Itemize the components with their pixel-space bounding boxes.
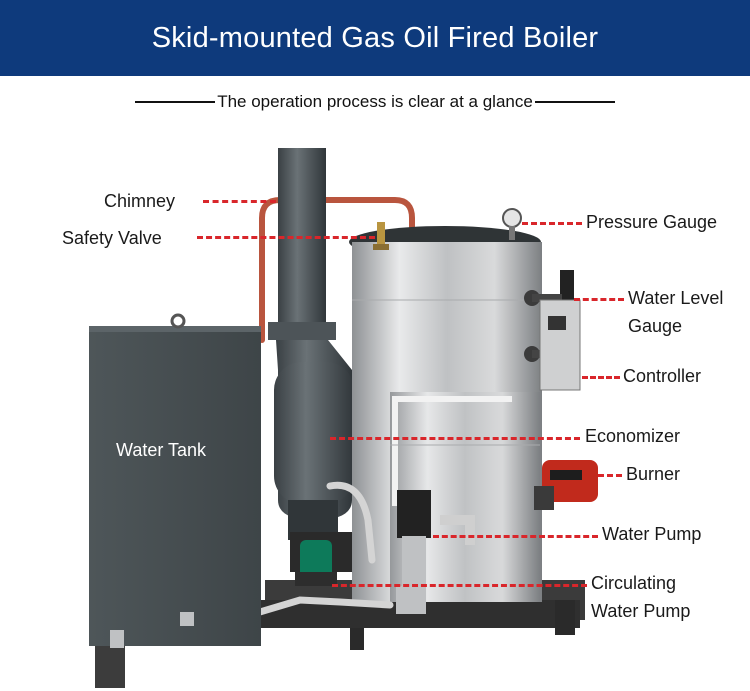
water-tank-label: Water Tank bbox=[116, 440, 207, 460]
burner-label: Burner bbox=[626, 464, 681, 484]
water-level-gauge-label-line2: Gauge bbox=[628, 316, 683, 336]
pressure-gauge-shape bbox=[502, 208, 522, 240]
circulating-water-pump-leader-line bbox=[332, 584, 587, 587]
circulating-pump-shape bbox=[295, 540, 426, 614]
burner-leader-line bbox=[598, 474, 622, 477]
pressure-gauge-label: Pressure Gauge bbox=[586, 212, 718, 232]
water-level-gauge-leader-line bbox=[574, 298, 624, 301]
economizer-leader-line bbox=[330, 437, 580, 440]
page-title: Skid-mounted Gas Oil Fired Boiler bbox=[151, 21, 599, 54]
circulating-water-pump-label-line2: Water Pump bbox=[591, 601, 691, 621]
controller-shape bbox=[539, 299, 581, 391]
chimney-label: Chimney bbox=[104, 191, 176, 211]
burner-shape bbox=[534, 460, 598, 510]
water-tank bbox=[89, 313, 261, 648]
chimney bbox=[268, 148, 360, 572]
subtitle-row: The operation process is clear at a glan… bbox=[0, 92, 750, 112]
water-level-gauge-label-line1: Water Level bbox=[628, 288, 724, 308]
chimney-leader-line bbox=[203, 200, 276, 203]
pressure-gauge-leader-line bbox=[522, 222, 582, 225]
economizer-label: Economizer bbox=[585, 426, 681, 446]
title-banner: Skid-mounted Gas Oil Fired Boiler bbox=[0, 0, 750, 76]
boiler-body bbox=[349, 226, 542, 602]
subtitle-line-left bbox=[135, 101, 216, 103]
water-pump-label: Water Pump bbox=[602, 524, 702, 544]
water-pump-leader-line bbox=[433, 535, 598, 538]
circulating-water-pump-label-line1: Circulating bbox=[591, 573, 677, 593]
red-pipe bbox=[259, 197, 415, 343]
safety-valve-label: Safety Valve bbox=[62, 228, 162, 248]
subtitle: The operation process is clear at a glan… bbox=[217, 92, 533, 111]
controller-label: Controller bbox=[623, 366, 702, 386]
subtitle-line-right bbox=[534, 101, 615, 103]
safety-valve-shape bbox=[373, 222, 389, 250]
safety-valve-leader-line bbox=[197, 236, 375, 239]
controller-leader-line bbox=[582, 376, 620, 379]
